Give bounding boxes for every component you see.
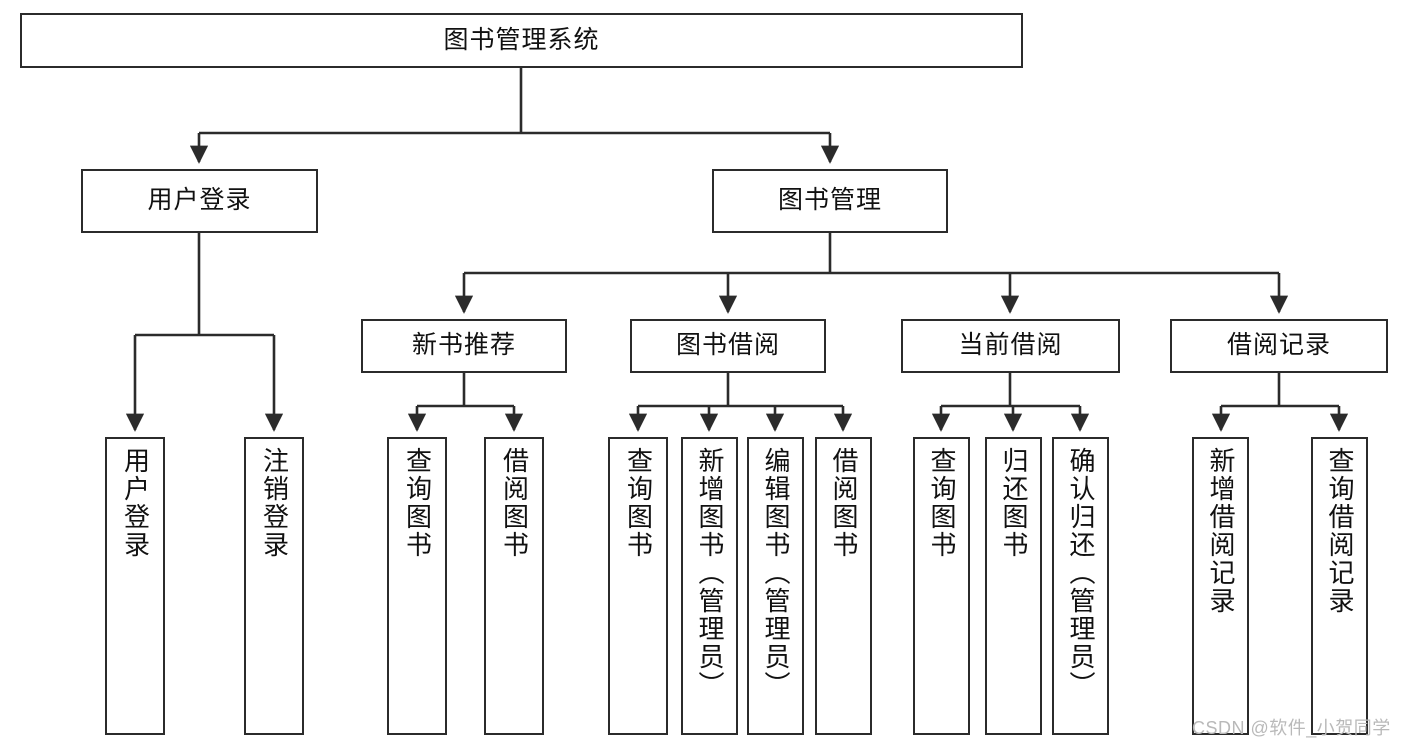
node-leaf-user-login[interactable]: 用户登录 [105, 437, 165, 735]
node-leaf-add-book-admin-label: 新增图书（管理员） [695, 447, 726, 699]
node-leaf-query-borrow-record-label: 查询借阅记录 [1325, 447, 1356, 615]
node-user-login[interactable]: 用户登录 [81, 169, 318, 233]
node-leaf-query-borrow-record[interactable]: 查询借阅记录 [1311, 437, 1368, 735]
node-user-login-label: 用户登录 [147, 186, 252, 215]
node-leaf-query-book-2-label: 查询图书 [623, 447, 654, 559]
node-leaf-query-book-1[interactable]: 查询图书 [387, 437, 447, 735]
node-current-borrow[interactable]: 当前借阅 [901, 319, 1120, 373]
node-leaf-edit-book-admin[interactable]: 编辑图书（管理员） [747, 437, 804, 735]
node-borrow-record-label: 借阅记录 [1226, 331, 1331, 360]
node-book-borrow-label: 图书借阅 [675, 331, 780, 360]
node-new-book-recommend[interactable]: 新书推荐 [361, 319, 567, 373]
node-leaf-borrow-book-2[interactable]: 借阅图书 [815, 437, 872, 735]
node-leaf-user-login-label: 用户登录 [120, 447, 151, 559]
node-leaf-query-book-3-label: 查询图书 [927, 447, 958, 559]
node-root-label: 图书管理系统 [443, 25, 600, 54]
node-leaf-add-borrow-record-label: 新增借阅记录 [1206, 447, 1237, 615]
node-leaf-return-book-label: 归还图书 [999, 447, 1030, 559]
node-book-management-label: 图书管理 [777, 186, 882, 215]
node-leaf-borrow-book-1-label: 借阅图书 [499, 447, 530, 559]
node-new-book-recommend-label: 新书推荐 [411, 331, 516, 360]
node-leaf-query-book-3[interactable]: 查询图书 [913, 437, 970, 735]
node-leaf-borrow-book-1[interactable]: 借阅图书 [484, 437, 544, 735]
node-leaf-query-book-2[interactable]: 查询图书 [608, 437, 668, 735]
node-current-borrow-label: 当前借阅 [958, 331, 1063, 360]
node-leaf-confirm-return-admin[interactable]: 确认归还（管理员） [1052, 437, 1109, 735]
node-leaf-logout-login[interactable]: 注销登录 [244, 437, 304, 735]
node-borrow-record[interactable]: 借阅记录 [1170, 319, 1388, 373]
node-root[interactable]: 图书管理系统 [20, 13, 1023, 68]
node-leaf-add-borrow-record[interactable]: 新增借阅记录 [1192, 437, 1249, 735]
node-book-borrow[interactable]: 图书借阅 [630, 319, 826, 373]
node-leaf-add-book-admin[interactable]: 新增图书（管理员） [681, 437, 738, 735]
node-leaf-borrow-book-2-label: 借阅图书 [829, 447, 860, 559]
node-book-management[interactable]: 图书管理 [712, 169, 948, 233]
node-leaf-return-book[interactable]: 归还图书 [985, 437, 1042, 735]
node-leaf-edit-book-admin-label: 编辑图书（管理员） [761, 447, 792, 699]
csdn-watermark: CSDN @软件_小贺同学 [1192, 718, 1391, 738]
node-leaf-confirm-return-admin-label: 确认归还（管理员） [1066, 447, 1097, 699]
node-leaf-logout-login-label: 注销登录 [259, 447, 290, 559]
node-leaf-query-book-1-label: 查询图书 [402, 447, 433, 559]
